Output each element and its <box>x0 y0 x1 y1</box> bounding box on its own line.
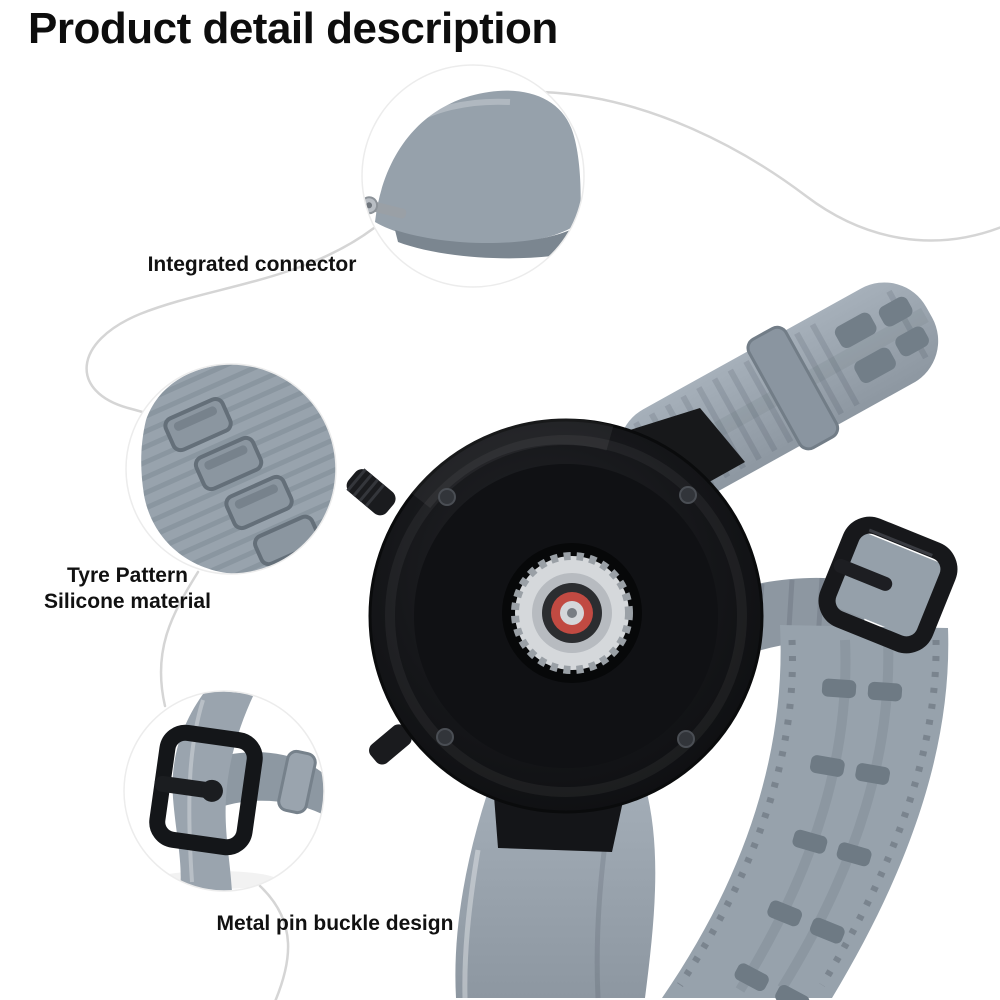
callout-ring-connector <box>361 64 585 288</box>
metal-pin-buckle <box>149 724 263 856</box>
label-metal-pin-buckle-text: Metal pin buckle design <box>216 912 454 935</box>
watch-body <box>368 418 764 814</box>
callout-circle-connector <box>362 65 584 287</box>
strap-holes <box>734 678 903 1000</box>
label-tyre-pattern: Tyre Pattern Silicone material <box>0 563 255 615</box>
case-screws <box>436 486 697 748</box>
tyre-pattern-texture <box>141 364 336 574</box>
strap-tail-slots <box>834 296 929 383</box>
buckle-main <box>818 516 958 654</box>
callout-ring-material <box>125 363 337 575</box>
label-tyre-pattern-line1: Tyre Pattern <box>67 564 188 587</box>
callout-ring-buckle <box>123 690 325 892</box>
page-title: Product detail description <box>28 4 558 53</box>
sensor-module <box>502 543 642 683</box>
callout-circle-material <box>126 364 336 574</box>
label-integrated-connector: Integrated connector <box>92 252 412 278</box>
label-tyre-pattern-line2: Silicone material <box>44 590 211 613</box>
callout-circle-buckle <box>124 691 324 891</box>
label-integrated-connector-text: Integrated connector <box>147 253 357 276</box>
label-metal-pin-buckle: Metal pin buckle design <box>175 911 495 937</box>
tail-strap <box>662 625 949 1000</box>
watch-side-button <box>369 724 412 765</box>
watch-crown-button <box>346 468 396 516</box>
strap-keeper-loop <box>746 325 840 451</box>
buckle-keeper <box>277 749 317 815</box>
